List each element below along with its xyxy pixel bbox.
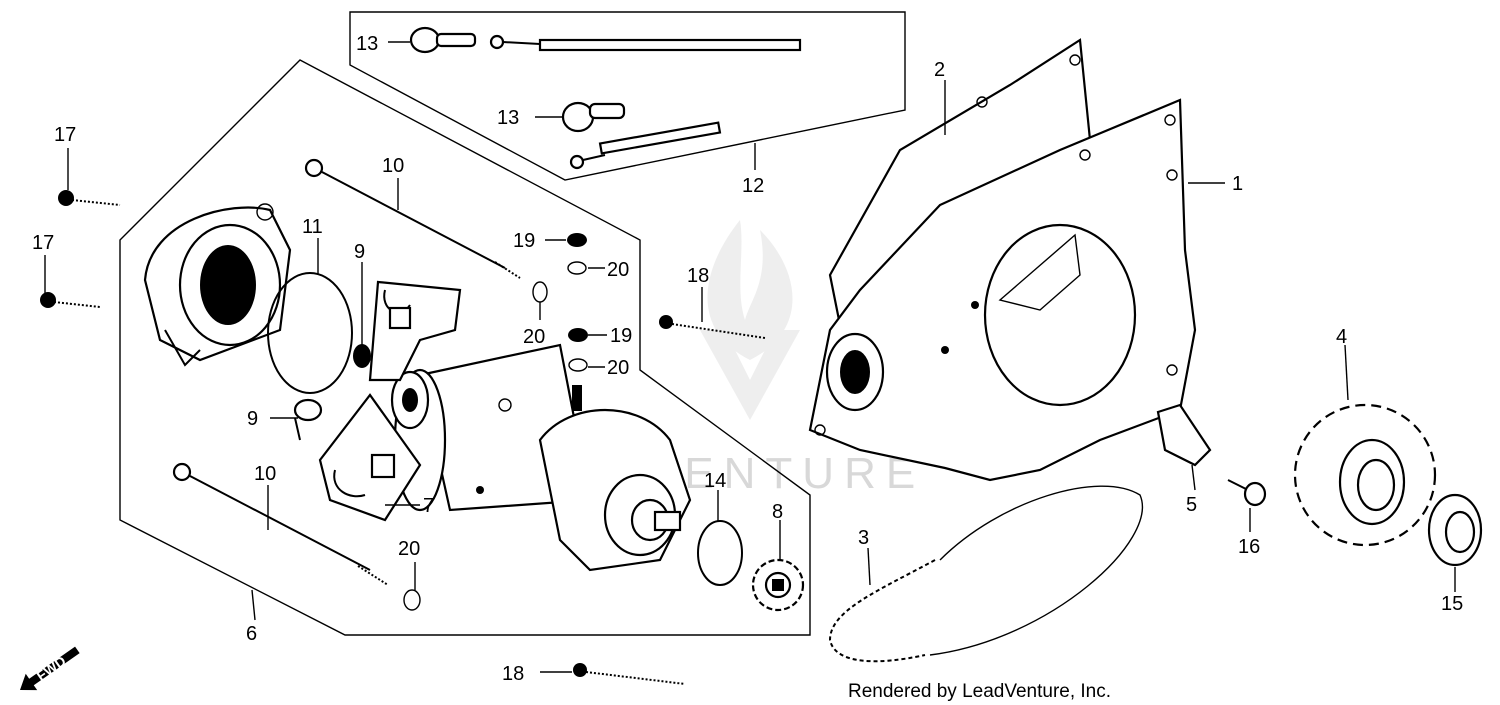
- callout-17b: 17: [32, 232, 54, 254]
- nut-part-a: [567, 233, 587, 247]
- oil-seal-part: [1427, 493, 1483, 567]
- nut-part-b: [568, 328, 588, 342]
- bolt-part-18a: [659, 315, 766, 339]
- callout-12: 12: [742, 175, 764, 197]
- callout-2: 2: [934, 59, 945, 81]
- callout-3: 3: [858, 527, 869, 549]
- forward-arrow-icon: FWD: [20, 646, 80, 691]
- through-bolt-part-b: [172, 462, 389, 586]
- driven-sprocket-part: [1293, 403, 1437, 547]
- callout-20b: 20: [523, 326, 545, 348]
- bolt-part-18b: [573, 663, 686, 685]
- callout-9a: 9: [354, 241, 365, 263]
- washer-part-a: [567, 261, 587, 275]
- starter-chain-part: [828, 485, 1143, 663]
- callout-1: 1: [1232, 173, 1243, 195]
- callout-15: 15: [1441, 593, 1463, 615]
- terminal-cap-part-a: [409, 26, 477, 54]
- leader-lines: [44, 41, 1456, 673]
- o-ring-part: [267, 272, 353, 394]
- bolt-part-17a: [58, 190, 121, 206]
- callout-6: 6: [246, 623, 257, 645]
- starter-cable-part: [489, 34, 887, 170]
- callout-19a: 19: [513, 230, 535, 252]
- o-ring-small-part: [697, 520, 743, 586]
- callout-11: 11: [302, 216, 323, 238]
- terminal-cap-part-b: [561, 101, 626, 133]
- callout-10a: 10: [382, 155, 404, 177]
- rear-cover-part: [143, 203, 292, 367]
- washer-part-b: [532, 281, 548, 303]
- watermark-logo: [700, 220, 800, 420]
- washer-part-c: [568, 358, 588, 372]
- callout-19b: 19: [610, 325, 632, 347]
- callout-16: 16: [1238, 536, 1260, 558]
- callout-20d: 20: [398, 538, 420, 560]
- callout-13a: 13: [356, 33, 378, 55]
- brush-plate-part: [318, 393, 422, 522]
- callout-18a: 18: [687, 265, 709, 287]
- brush-holder-part: [368, 280, 462, 382]
- cable-group-outline: [349, 11, 906, 181]
- callout-17a: 17: [54, 124, 76, 146]
- callout-18b: 18: [502, 663, 524, 685]
- brush-spring-part: [293, 398, 323, 441]
- bolt-part-17b: [40, 292, 101, 308]
- starter-motor-part: [390, 343, 692, 572]
- callout-13b: 13: [497, 107, 519, 129]
- callout-7: 7: [423, 495, 434, 517]
- credit-text: Rendered by LeadVenture, Inc.: [848, 681, 1111, 702]
- callout-20a: 20: [607, 259, 629, 281]
- callout-14: 14: [704, 470, 726, 492]
- callout-4: 4: [1336, 326, 1347, 348]
- starter-group-outline: [119, 59, 811, 636]
- through-bolt-part-a: [304, 158, 521, 279]
- callout-5: 5: [1186, 494, 1197, 516]
- stud-part: [572, 385, 582, 411]
- case-cover-opening: [983, 223, 1137, 407]
- callout-8: 8: [772, 501, 783, 523]
- bolt-part-16: [1227, 479, 1267, 507]
- callout-20c: 20: [607, 357, 629, 379]
- callout-9b: 9: [247, 408, 258, 430]
- chain-guide-part: [1156, 403, 1212, 467]
- washer-part-d: [403, 589, 421, 611]
- drive-sprocket-part: [751, 558, 805, 612]
- callout-10b: 10: [254, 463, 276, 485]
